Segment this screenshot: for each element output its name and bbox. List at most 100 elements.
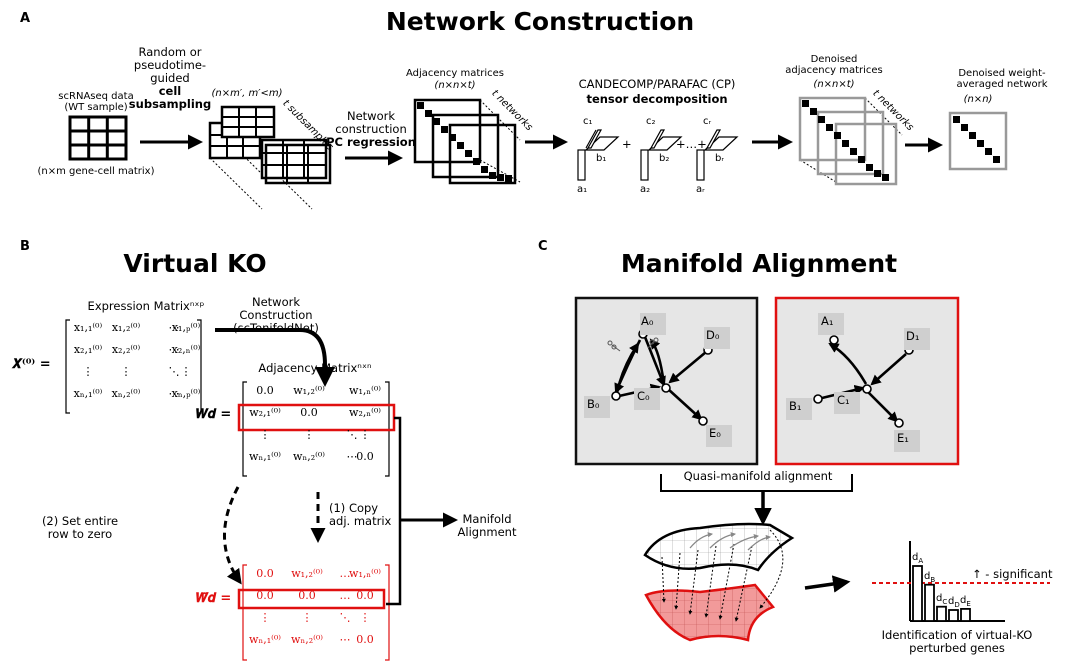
network-label-line-1: Network xyxy=(251,295,301,309)
matrix-cell: ⋮ xyxy=(359,428,371,441)
subsample-line-1: Random or xyxy=(138,45,202,59)
arrow-to-bars xyxy=(804,575,851,593)
cp-a2: a₂ xyxy=(640,184,651,195)
matrix-cell: w₁,₂⁽⁰⁾ xyxy=(293,384,325,397)
panel-c-graphics xyxy=(574,296,1050,642)
panel-a-graphics xyxy=(68,96,1008,210)
cp-plus-2: +…+ xyxy=(676,137,707,151)
matrix-cell: ⋮ xyxy=(259,611,271,624)
wt-matrix-left-bracket xyxy=(242,564,247,661)
alignment-lines xyxy=(661,529,784,622)
step2-label: (2) Set entire row to zero xyxy=(42,515,118,541)
subsample-step-label: Random or pseudotime- guided cell subsam… xyxy=(129,46,211,110)
manifold-label: Manifold Alignment xyxy=(458,513,517,539)
matrix-cell: x₁,₁⁽⁰⁾ xyxy=(73,321,103,334)
ko-node-e: E₁ xyxy=(897,431,909,445)
matrix-cell: xₙ,ₚ⁽⁰⁾ xyxy=(171,387,201,400)
matrix-cell: ⋯ xyxy=(168,387,180,400)
manifold-line-1: Manifold xyxy=(462,512,512,526)
step2-line-2: row to zero xyxy=(47,526,113,541)
averaged-dims: (n×n) xyxy=(963,94,993,105)
averaged-network xyxy=(948,111,1008,171)
network-label-line-3: (scTenifoldNet) xyxy=(233,320,319,335)
matrix-cell: ⋱ xyxy=(168,365,180,378)
ko-node-label-bgs xyxy=(786,313,930,452)
panel-c-letter: C xyxy=(538,239,548,254)
significant-label: ↑ - significant xyxy=(972,567,1053,581)
matrix-cell: … xyxy=(339,567,351,580)
wt-matrix-right-bracket xyxy=(385,564,390,661)
adjacency-label: Adjacency Matrixⁿˣⁿ xyxy=(258,361,372,375)
ko-node-a: A₁ xyxy=(821,314,834,328)
matrix-cell: xₙ,₂⁽⁰⁾ xyxy=(111,387,141,400)
matrix-cell: wₙ,₁⁽⁰⁾ xyxy=(249,450,281,463)
matrix-cell: wₙ,₂⁽⁰⁾ xyxy=(291,633,323,646)
matrix-cell: x₂,₂⁽⁰⁾ xyxy=(111,343,141,356)
ko-node-b: B₁ xyxy=(789,399,802,413)
network-label: Network Construction (scTenifoldNet) xyxy=(233,296,319,335)
matrix-cell: w₁,ₙ⁽⁰⁾ xyxy=(349,567,381,580)
step1-label: (1) Copy adj. matrix xyxy=(329,502,391,528)
expression-label: Expression Matrixⁿˣᵖ xyxy=(87,299,205,313)
matrix-cell: … xyxy=(339,589,351,602)
adjacency-title: Adjacency matrices xyxy=(405,68,505,79)
averaged-line-1: Denoised weight- xyxy=(958,68,1046,79)
cp-plus-1: + xyxy=(622,137,632,151)
ko-node-c: C₁ xyxy=(837,393,850,407)
matrix-cell: ⋮ xyxy=(180,365,192,378)
wt-row-highlight xyxy=(237,588,386,610)
input-label-line-2: (WT sample) xyxy=(64,102,128,114)
matrix-cell: 0.0 xyxy=(256,567,274,580)
matrix-cell: ⋱ xyxy=(339,611,351,624)
matrix-cell: ⋯ xyxy=(346,450,358,463)
scissors-icon xyxy=(607,337,659,352)
averaged-line-2: averaged network xyxy=(956,79,1048,91)
cp-a1: a₁ xyxy=(577,184,588,195)
panel-c-title: Manifold Alignment xyxy=(620,249,898,278)
matrix-cell: ⋱ xyxy=(346,428,358,441)
arrow-to-network xyxy=(215,328,335,387)
x-symbol: 𝑿⁽⁰⁾ = xyxy=(12,357,51,372)
x-matrix-right-bracket xyxy=(197,319,202,414)
panel-b-title: Virtual KO xyxy=(123,249,267,278)
matrix-cell: ⋮ xyxy=(82,365,94,378)
bar-label: dD xyxy=(948,596,960,609)
ko-nodes xyxy=(813,335,914,428)
matrix-cell: x₂,ₙ⁽⁰⁾ xyxy=(171,343,201,356)
cp-b1: b₁ xyxy=(596,153,607,164)
network-step-line-1: Network xyxy=(346,109,396,123)
matrix-cell: w₁,ₙ⁽⁰⁾ xyxy=(349,384,381,397)
matrix-cell: ⋯ xyxy=(168,321,180,334)
identification-line-2: perturbed genes xyxy=(909,640,1005,655)
cp-br: bᵣ xyxy=(715,153,724,164)
ko-manifold xyxy=(644,583,776,642)
manifold-line-2: Alignment xyxy=(457,524,517,539)
quasi-bracket xyxy=(660,474,853,492)
matrix-cell: ⋯ xyxy=(339,633,351,646)
matrix-cell: ⋮ xyxy=(120,365,132,378)
bar-label: dA xyxy=(912,552,924,565)
cp-cr: cᵣ xyxy=(703,116,712,127)
panel-b-graphics xyxy=(65,319,458,661)
matrix-cell: xₙ,₁⁽⁰⁾ xyxy=(73,387,103,400)
panel-b-letter: B xyxy=(20,239,30,254)
step2-line-1: (2) Set entire xyxy=(41,514,119,528)
wt-manifold xyxy=(643,522,795,572)
ko-network-box xyxy=(774,296,960,466)
denoised-stack xyxy=(798,96,903,186)
bar-d_C xyxy=(936,605,947,622)
denoised-dims: (n×n×t) xyxy=(813,79,855,90)
input-dims: (n×m gene-cell matrix) xyxy=(37,166,155,177)
input-label: scRNAseq data (WT sample) xyxy=(58,91,133,113)
subsample-stack xyxy=(208,105,332,210)
subsample-line-4: cell xyxy=(158,83,182,98)
cp-ar: aᵣ xyxy=(696,184,705,195)
wt-symbol: 𝑾̃𝒅 = xyxy=(196,591,232,606)
matrix-cell: w₁,₂⁽⁰⁾ xyxy=(291,567,323,580)
wt-node-e: E₀ xyxy=(709,426,721,440)
subsample-line-3: guided xyxy=(150,70,190,85)
step1-line-2: adj. matrix xyxy=(329,513,392,528)
ko-node-d: D₁ xyxy=(906,329,920,343)
